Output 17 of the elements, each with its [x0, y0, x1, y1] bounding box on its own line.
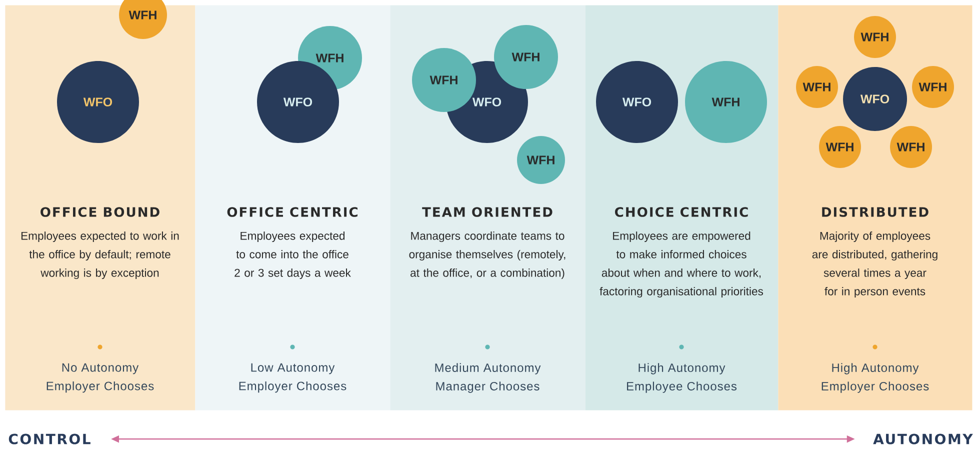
- description: Employees are empowered to make informed choices about when and where to work, factoring organisational priorities: [600, 232, 764, 298]
- description: Majority of employees are distributed, gathering several times a year for in person events: [812, 232, 938, 298]
- heading: TEAM ORIENTED: [422, 207, 552, 217]
- autonomy-label: Low Autonomy Employer Chooses: [239, 363, 346, 393]
- heading: OFFICE CENTRIC: [227, 207, 358, 217]
- autonomy-label: High Autonomy Employer Chooses: [822, 363, 929, 393]
- autonomy-label: No Autonomy Employer Chooses: [46, 363, 154, 393]
- heading: DISTRIBUTED: [822, 207, 928, 217]
- description: Managers coordinate teams to organise themselves (remotely, at the office, or a combination): [409, 232, 566, 280]
- autonomy-label: High Autonomy Employee Chooses: [627, 363, 737, 393]
- axis-label: AUTONOMY: [873, 434, 973, 444]
- heading: CHOICE CENTRIC: [615, 207, 748, 217]
- autonomy-label: Medium Autonomy Manager Chooses: [435, 363, 541, 393]
- axis-label: CONTROL: [8, 434, 90, 444]
- description: Employees expected to work in the office by default; remote working is by exception: [21, 232, 179, 280]
- description: Employees expected to come into the office 2 or 3 set days a week: [234, 232, 351, 280]
- heading: OFFICE BOUND: [40, 207, 160, 217]
